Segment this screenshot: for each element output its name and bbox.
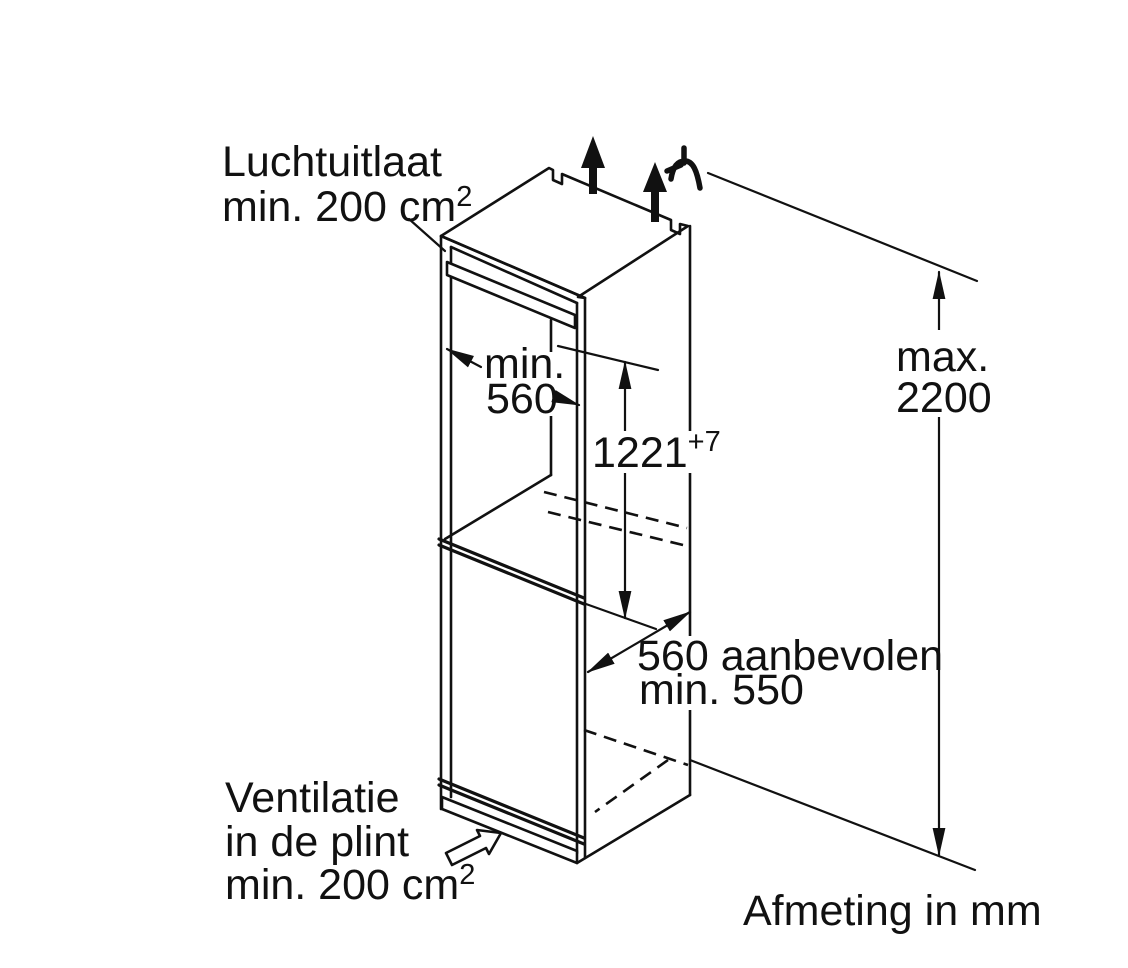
niche-height-tolerance: +7 [688, 426, 721, 458]
niche-width-label-line2: 560 [486, 375, 558, 423]
niche-floor-left-edge [443, 473, 553, 541]
niche-height-extension-bottom [584, 602, 658, 631]
height-extension-bottom [688, 758, 977, 872]
plinth-vent-label-line2: in de plint [225, 818, 409, 866]
air-outlet-superscript: 2 [456, 181, 472, 213]
depth-label-line2: min. 550 [639, 666, 804, 714]
niche-width-arrow-left [445, 347, 483, 369]
air-deflector-icon [664, 145, 703, 191]
airflow-up-arrow-left [581, 136, 605, 194]
plinth-vent-label-line1: Ventilatie [225, 774, 400, 822]
airflow-up-arrow-right [643, 162, 667, 222]
dimension-lines [407, 171, 979, 872]
plinth-airflow-arrow [444, 828, 503, 867]
top-panel-inner-edge [449, 245, 579, 305]
top-face-front-edge [439, 234, 587, 300]
niche-width-label-line1: min. [484, 340, 565, 388]
air-outlet-label-line2: min. 200 cm2 [222, 181, 472, 231]
appliance-door [437, 537, 586, 846]
plinth-vent-superscript: 2 [459, 859, 475, 891]
air-outlet-leader-line [407, 217, 447, 253]
leader-arrows [445, 347, 692, 674]
overall-height-label-line1: max. [896, 333, 989, 381]
depth-dimension-line [586, 610, 692, 674]
niche-height-extension-top [556, 344, 660, 372]
hidden-edges [543, 490, 689, 814]
plinth-vent-label-line3: min. 200 cm2 [225, 859, 475, 909]
depth-label-line1: 560 aanbevolen [637, 632, 943, 680]
cabinet-top-face [439, 166, 690, 300]
height-extension-top [706, 171, 979, 283]
top-vent-slot [445, 260, 577, 330]
cabinet-outline [437, 166, 692, 865]
niche-width-arrow-right [551, 389, 581, 407]
airflow-symbols [444, 136, 703, 867]
bottom-right-edge [575, 793, 692, 865]
air-outlet-label-line1: Luchtuitlaat [222, 138, 442, 186]
niche-height-label: 1221+7 [592, 426, 721, 477]
overall-height-label-line2: 2200 [896, 374, 992, 422]
labels: Luchtuitlaat min. 200 cm2 min. 560 1221+… [222, 138, 1042, 935]
units-note: Afmeting in mm [743, 887, 1042, 935]
